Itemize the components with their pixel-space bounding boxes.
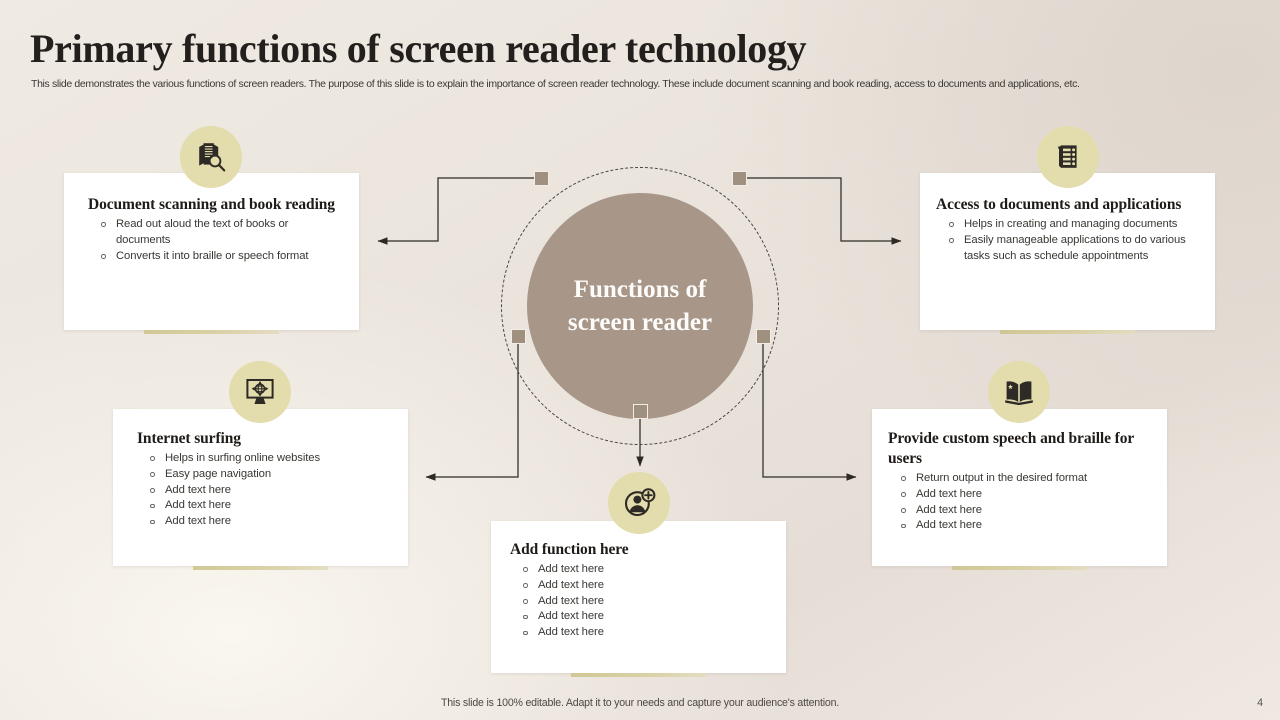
card-internet-surfing[interactable]: Internet surfing Helps in surfing online… [113,409,408,566]
hub-dashed-ring [501,167,779,445]
list-item: Add text here [888,503,1155,519]
list-item: Easily manageable applications to do var… [936,233,1203,265]
hub-circle: Functions of screen reader [527,193,753,419]
connector-node-top-right [732,171,747,186]
list-item: Add text here [888,487,1155,503]
list-item: Add text here [137,514,396,530]
list-item: Converts it into braille or speech forma… [88,249,345,265]
card-title: Access to documents and applications [936,196,1182,213]
card-title: Document scanning and book reading [88,196,335,213]
connector-to-custom-speech [762,343,857,481]
connector-to-access-documents [739,177,902,245]
card-accent-document-scanning [144,330,279,334]
card-title: Internet surfing [137,430,241,447]
globe-monitor-icon [229,361,291,423]
card-bullet-list: Helps in surfing online websites Easy pa… [137,451,396,530]
footer-note: This slide is 100% editable. Adapt it to… [440,697,840,709]
card-title: Provide custom speech and braille for us… [888,430,1134,467]
card-accent-internet-surfing [193,566,328,570]
page-title: Primary functions of screen reader techn… [30,26,807,71]
connector-node-left [511,329,526,344]
card-accent-access-documents [1000,330,1135,334]
card-access-documents[interactable]: Access to documents and applications Hel… [920,173,1215,330]
hub-label: Functions of screen reader [567,276,713,336]
card-custom-speech-braille[interactable]: Provide custom speech and braille for us… [872,409,1167,566]
list-item: Easy page navigation [137,467,396,483]
list-item: Helps in creating and managing documents [936,217,1203,233]
connector-node-bottom [633,404,648,419]
card-bullet-list: Add text here Add text here Add text her… [510,562,774,641]
list-item: Add text here [510,562,774,578]
list-item: Add text here [510,609,774,625]
list-item: Read out aloud the text of books or docu… [88,217,345,249]
connector-node-top-left [534,171,549,186]
card-accent-add-function [571,673,706,677]
list-item: Add text here [510,578,774,594]
card-bullet-list: Helps in creating and managing documents… [936,217,1203,264]
card-title: Add function here [510,541,629,558]
card-add-function[interactable]: Add function here Add text here Add text… [491,521,786,673]
card-accent-custom-speech-braille [952,566,1087,570]
list-item: Add text here [137,483,396,499]
card-bullet-list: Return output in the desired format Add … [888,471,1155,534]
card-bullet-list: Read out aloud the text of books or docu… [88,217,345,264]
connector-to-internet-surfing [425,343,519,481]
page-subtitle: This slide demonstrates the various func… [31,78,1080,90]
card-document-scanning[interactable]: Document scanning and book reading Read … [64,173,359,330]
list-item: Return output in the desired format [888,471,1155,487]
open-book-icon [988,361,1050,423]
list-item: Helps in surfing online websites [137,451,396,467]
list-item: Add text here [510,625,774,641]
connector-node-right [756,329,771,344]
add-user-icon [608,472,670,534]
page-number: 4 [1257,697,1263,709]
documents-stack-icon [1037,126,1099,188]
list-item: Add text here [888,518,1155,534]
connector-to-document-scanning [377,177,541,245]
document-scan-icon [180,126,242,188]
list-item: Add text here [510,594,774,610]
list-item: Add text here [137,498,396,514]
